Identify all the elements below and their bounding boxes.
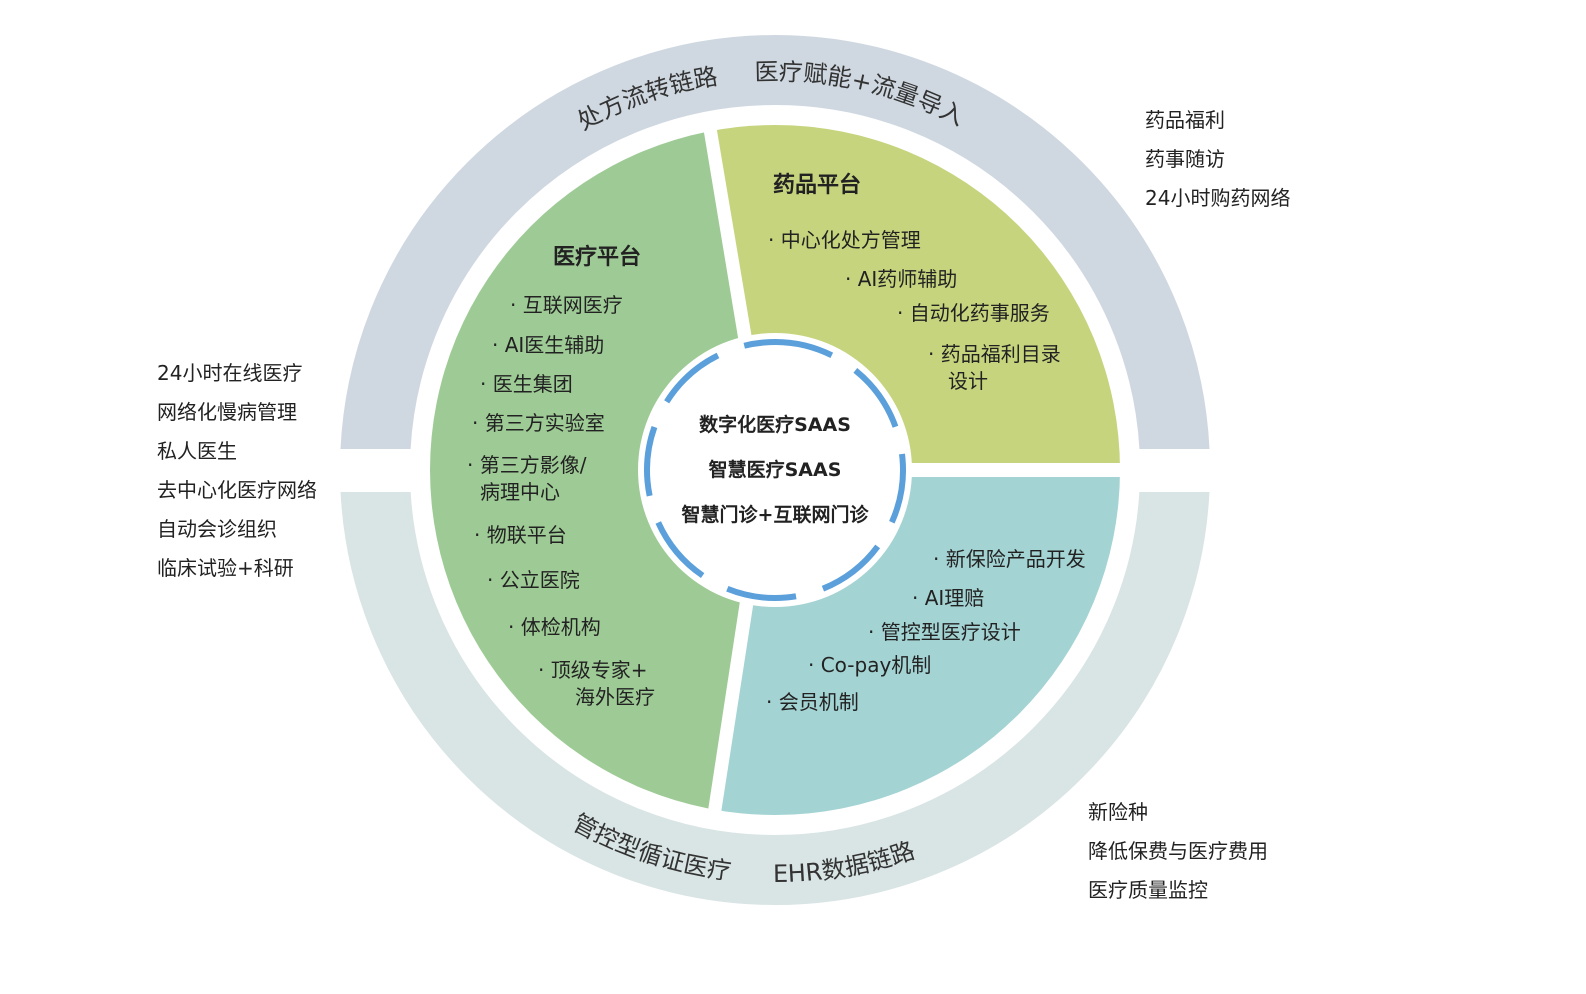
medical-platform-item: · AI医生辅助: [492, 333, 605, 357]
side-label-medical: 临床试验+科研: [157, 556, 294, 580]
drug-platform-item: · AI药师辅助: [845, 267, 958, 291]
medical-platform-item: · 物联平台: [474, 523, 567, 547]
center-label: 智慧医疗SAAS: [708, 459, 842, 481]
center-label: 智慧门诊+互联网门诊: [681, 504, 869, 526]
drug-platform-item: 设计: [948, 369, 988, 393]
side-label-medical: 网络化慢病管理: [157, 400, 297, 424]
medical-platform-item: · 第三方实验室: [472, 411, 605, 435]
medical-platform-segment: [430, 125, 760, 815]
side-label-medical: 24小时在线医疗: [157, 361, 303, 385]
medical-platform-item: · 公立医院: [487, 568, 580, 592]
medical-platform-item: · 顶级专家+: [538, 658, 648, 682]
insurance-platform-item: · 管控型医疗设计: [868, 620, 1021, 644]
side-label-insurance: 降低保费与医疗费用: [1088, 839, 1268, 863]
side-label-insurance: 医疗质量监控: [1088, 878, 1208, 902]
drug-platform-item: · 药品福利目录: [928, 342, 1061, 366]
outer-ring-bottom: [340, 492, 1210, 905]
side-label-drug: 药事随访: [1145, 147, 1225, 171]
side-label-medical: 私人医生: [157, 439, 237, 463]
center-dashed-arc: [644, 339, 906, 601]
side-label-drug: 药品福利: [1145, 108, 1225, 132]
side-label-insurance: 新险种: [1088, 800, 1148, 824]
medical-platform-item: · 第三方影像/: [467, 453, 587, 477]
drug-platform-item: · 自动化药事服务: [897, 301, 1050, 325]
drug-platform-segment: [695, 125, 1120, 463]
medical-platform-item: 海外医疗: [575, 685, 655, 709]
center-hub: [638, 333, 912, 607]
medical-platform-item: · 体检机构: [508, 615, 601, 639]
insurance-platform-item: · 会员机制: [766, 690, 859, 714]
insurance-platform-item: · Co-pay机制: [808, 653, 932, 677]
drug-platform-item: · 中心化处方管理: [768, 228, 921, 252]
drug-platform-title: 药品平台: [773, 173, 862, 198]
side-label-medical: 自动会诊组织: [157, 517, 277, 541]
medical-platform-title: 医疗平台: [553, 245, 642, 270]
insurance-platform-item: · 新保险产品开发: [933, 547, 1086, 571]
medical-platform-item: · 医生集团: [480, 372, 573, 396]
insurance-platform-segment: [693, 477, 1120, 815]
side-label-medical: 去中心化医疗网络: [157, 478, 317, 502]
outer-ring-top: [340, 35, 1210, 449]
insurance-platform-item: · AI理赔: [912, 586, 985, 610]
side-label-drug: 24小时购药网络: [1145, 186, 1291, 210]
center-label: 数字化医疗SAAS: [699, 414, 851, 436]
medical-platform-item: 病理中心: [480, 480, 560, 504]
medical-platform-item: · 互联网医疗: [510, 293, 623, 317]
